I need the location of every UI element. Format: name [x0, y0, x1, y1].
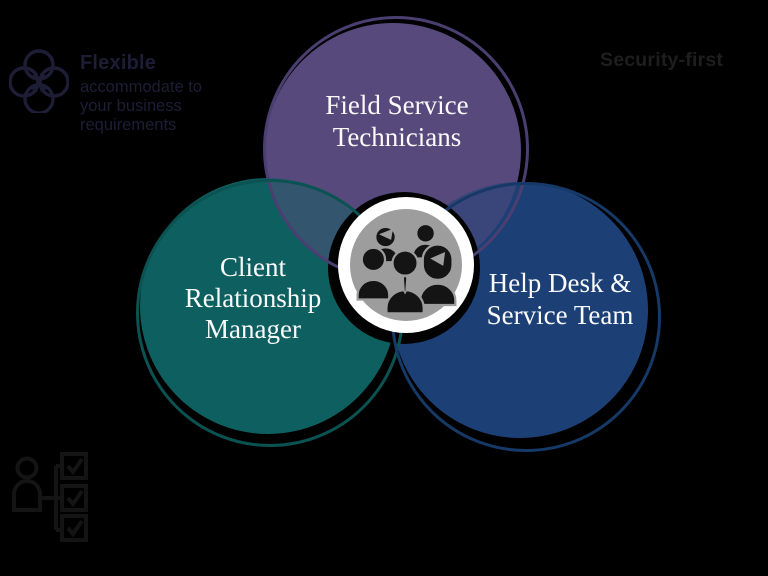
field-service-label-line1: Field Service [325, 90, 469, 120]
help-desk-label: Help Desk & Service Team [450, 267, 670, 331]
flexible-subtitle-line1: accommodate to [80, 78, 202, 96]
client-label-line3: Manager [205, 314, 301, 344]
help-desk-label-line2: Service Team [486, 300, 634, 330]
flexible-annotation: Flexible accommodate to your business re… [80, 52, 230, 135]
client-label-line1: Client [220, 252, 286, 282]
flexible-subtitle-line3: requirements [80, 116, 177, 134]
client-relationship-label: Client Relationship Manager [143, 252, 363, 345]
field-service-label: Field Service Technicians [277, 89, 517, 153]
flexible-title: Flexible [80, 52, 157, 74]
field-service-label-line2: Technicians [332, 122, 462, 152]
security-first-label: Security-first [600, 49, 724, 71]
person-checklist-icon [6, 452, 88, 549]
four-circles-flexible-icon [8, 49, 70, 118]
flexible-subtitle: accommodate to your business requirement… [80, 78, 230, 135]
flexible-subtitle-line2: your business [80, 97, 182, 115]
client-label-line2: Relationship [184, 283, 322, 313]
team-people-icon [352, 213, 460, 322]
help-desk-label-line1: Help Desk & [488, 268, 632, 298]
